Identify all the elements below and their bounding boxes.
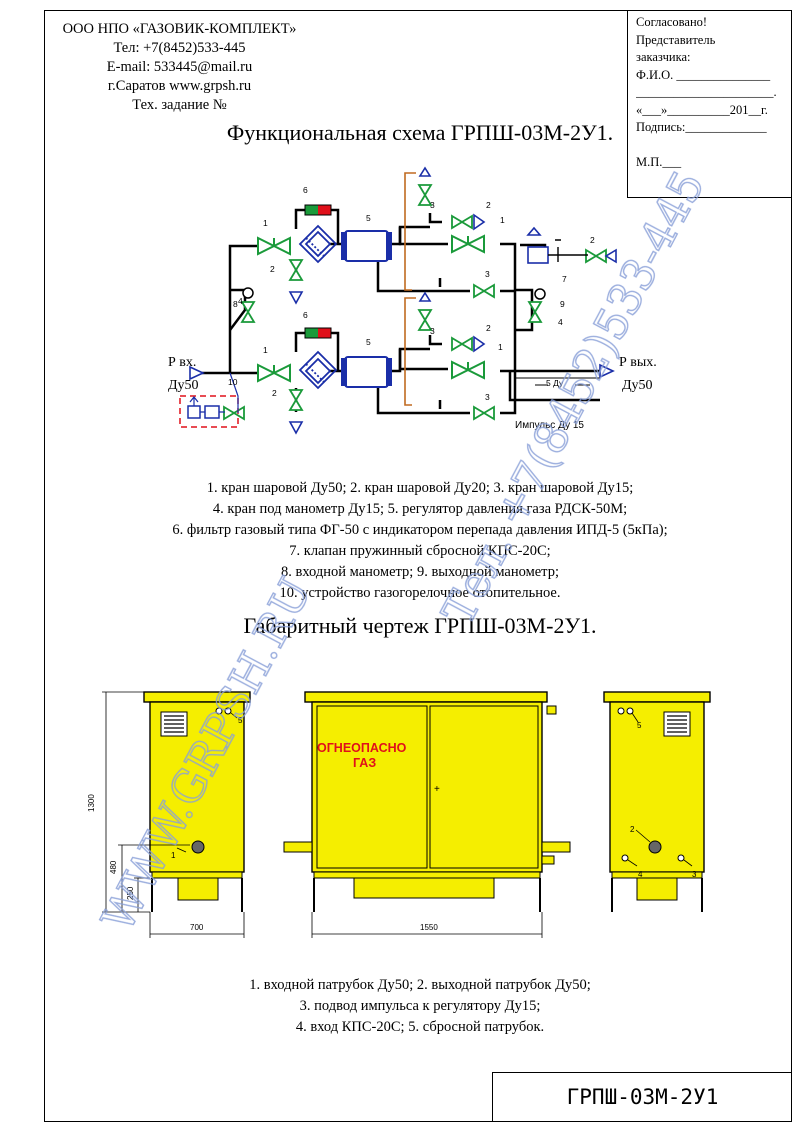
drawing-legend: 1. входной патрубок Ду50; 2. выходной па…	[40, 975, 800, 1038]
label-10: 10	[228, 377, 238, 387]
legend1-line: 6. фильтр газовый типа ФГ-50 с индикатор…	[172, 522, 668, 538]
label-impulse: Импульс Ду 15	[515, 420, 584, 431]
approval-mp: М.П.___	[636, 154, 682, 169]
approval-signature: Подпись:_____________	[636, 120, 767, 134]
warning-text-2: ГАЗ	[353, 756, 376, 770]
approval-line1: Согласовано!	[636, 15, 708, 29]
callout-2: 2	[630, 825, 635, 834]
label-2e: 2	[590, 235, 595, 245]
dim-250: 250	[126, 886, 135, 900]
label-7: 7	[562, 274, 567, 284]
label-2d: 2	[486, 323, 491, 333]
label-du-out: Ду50	[622, 378, 653, 393]
schema-title: Функциональная схема ГРПШ-03М-2У1.	[226, 120, 614, 145]
company-name: ООО НПО «ГАЗОВИК-КОМПЛЕКТ»	[62, 21, 297, 37]
company-email: E-mail: 533445@mail.ru	[106, 59, 253, 75]
callout-5-right: 5	[637, 721, 642, 730]
label-4a: 4	[238, 296, 243, 306]
label-p-in: Р вх.	[168, 355, 196, 370]
label-p-out: Р вых.	[619, 355, 657, 370]
label-6b: 6	[303, 310, 308, 320]
legend1-line: 8. входной манометр; 9. выходной маномет…	[281, 564, 559, 580]
label-2b: 2	[272, 388, 277, 398]
label-1d: 1	[498, 342, 503, 352]
approval-box: Согласовано! Представитель заказчика: Ф.…	[627, 10, 792, 198]
callout-3: 3	[692, 870, 697, 879]
company-city-site: г.Саратов www.grpsh.ru	[107, 78, 252, 94]
approval-line2: Представитель	[636, 32, 716, 47]
label-1c: 1	[500, 215, 505, 225]
approval-blank: ______________________.	[636, 85, 777, 99]
dim-700: 700	[190, 923, 204, 932]
legend1-line: 4. кран под манометр Ду15; 5. регулятор …	[212, 501, 628, 517]
callout-4: 4	[638, 870, 643, 879]
label-4b: 4	[558, 317, 563, 327]
dim-480: 480	[109, 860, 118, 874]
label-3c: 3	[485, 269, 490, 279]
cabinet-front	[283, 691, 571, 912]
drawing-title: Габаритный чертеж ГРПШ-03М-2У1.	[243, 613, 597, 638]
stamp-text: ГРПШ-03М-2У1	[566, 1085, 719, 1109]
legend1-line: 1. кран шаровой Ду50; 2. кран шаровой Ду…	[206, 480, 634, 496]
filter-top	[304, 204, 332, 258]
label-1b: 1	[263, 345, 268, 355]
label-2c: 2	[486, 200, 491, 210]
label-3b: 3	[430, 326, 435, 336]
cabinet-side-right	[603, 691, 711, 912]
approval-line3: заказчика:	[636, 50, 691, 64]
drawing-frame	[44, 10, 792, 1122]
title-stamp: ГРПШ-03М-2У1	[492, 1072, 792, 1122]
cabinet-side-left	[143, 691, 251, 912]
label-5a: 5	[366, 213, 371, 223]
legend2-line: 4. вход КПС-20С; 5. сбросной патрубок.	[295, 1019, 545, 1035]
approval-date: «___»__________201__г.	[636, 102, 768, 117]
label-3d: 3	[485, 392, 490, 402]
dimensional-drawing: 1300 480 250 700 1550 1 5 5 2 4 3 ОГНЕОП…	[87, 691, 711, 938]
tech-task: Тех. задание №	[132, 97, 227, 113]
label-5b: 5	[366, 337, 371, 347]
company-phone: Тел: +7(8452)533-445	[113, 40, 246, 56]
label-9: 9	[560, 299, 565, 309]
legend1-line: 7. клапан пружинный сбросной КПС-20С;	[289, 543, 551, 559]
label-6a: 6	[303, 185, 308, 195]
label-2a: 2	[270, 264, 275, 274]
label-3a: 3	[430, 200, 435, 210]
legend2-line: 1. входной патрубок Ду50; 2. выходной па…	[249, 977, 591, 993]
callout-5-left: 5	[238, 716, 243, 725]
dim-1300: 1300	[87, 794, 96, 812]
legend2-line: 3. подвод импульса к регулятору Ду15;	[299, 998, 541, 1014]
label-8: 8	[233, 299, 238, 309]
handle-plus: +	[434, 784, 440, 795]
functional-schema: 1 1 1 1 2 2 2 2 2 3 3 3 3 4 4 5 5 6 6 7 …	[168, 166, 657, 435]
label-du-in: Ду50	[168, 378, 199, 393]
filter-bottom	[304, 327, 332, 385]
label-1a: 1	[263, 218, 268, 228]
callout-1: 1	[171, 851, 176, 860]
warning-text-1: ОГНЕОПАСНО	[317, 741, 407, 755]
legend1-line: 10. устройство газогорелочное отопительн…	[279, 585, 561, 601]
dim-1550: 1550	[420, 923, 438, 932]
company-block: ООО НПО «ГАЗОВИК-КОМПЛЕКТ» Тел: +7(8452)…	[52, 20, 307, 115]
label-5du: 5 Ду	[546, 378, 564, 388]
approval-fio: Ф.И.О. _______________	[636, 67, 771, 82]
schema-legend: 1. кран шаровой Ду50; 2. кран шаровой Ду…	[40, 478, 800, 604]
